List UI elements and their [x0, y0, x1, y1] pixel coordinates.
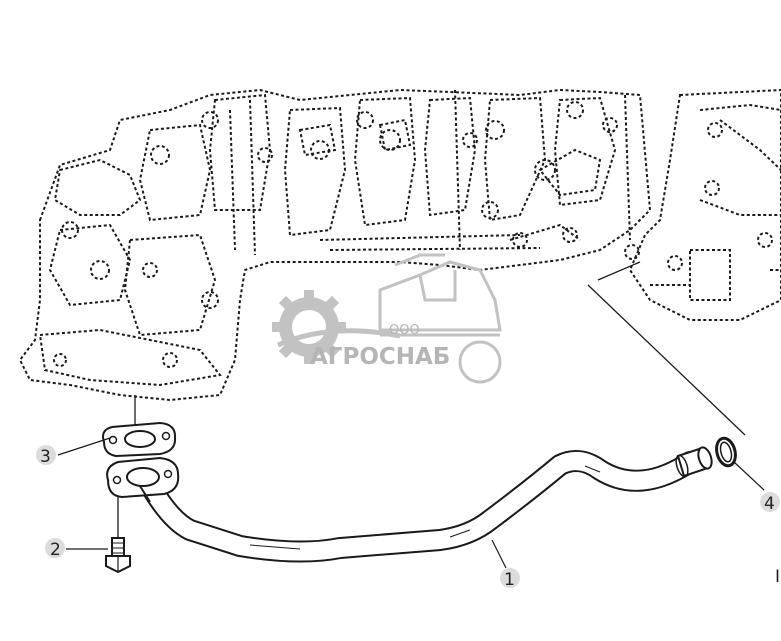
- callout-4-marker: [760, 492, 780, 512]
- harvester-icon: [378, 253, 502, 384]
- callout-2-label: 2: [50, 540, 61, 560]
- watermark: ООО АГРОСНАБ: [272, 253, 502, 384]
- callout-1-label: 1: [504, 570, 515, 590]
- engine-block: [18, 88, 652, 402]
- callout-4-label: 4: [764, 494, 775, 514]
- pipe-end-sleeve: [675, 446, 713, 478]
- flywheel-housing: [624, 88, 781, 321]
- pipe-flange: [106, 456, 180, 503]
- callout-2-marker: [45, 538, 65, 558]
- assembly-lines: [117, 261, 746, 538]
- callout-1-marker: [500, 568, 520, 588]
- clamp-ring: [715, 436, 737, 468]
- edge-mark: I: [775, 567, 780, 587]
- callout-3-marker: [36, 445, 56, 465]
- gasket: [102, 421, 177, 458]
- bolt: [105, 537, 131, 574]
- exhaust-pipe: [139, 446, 713, 563]
- watermark-prefix: ООО: [389, 323, 420, 338]
- callouts: 1 2 3 4: [36, 437, 780, 590]
- watermark-company-name: АГРОСНАБ: [310, 344, 450, 370]
- callout-3-label: 3: [40, 447, 51, 467]
